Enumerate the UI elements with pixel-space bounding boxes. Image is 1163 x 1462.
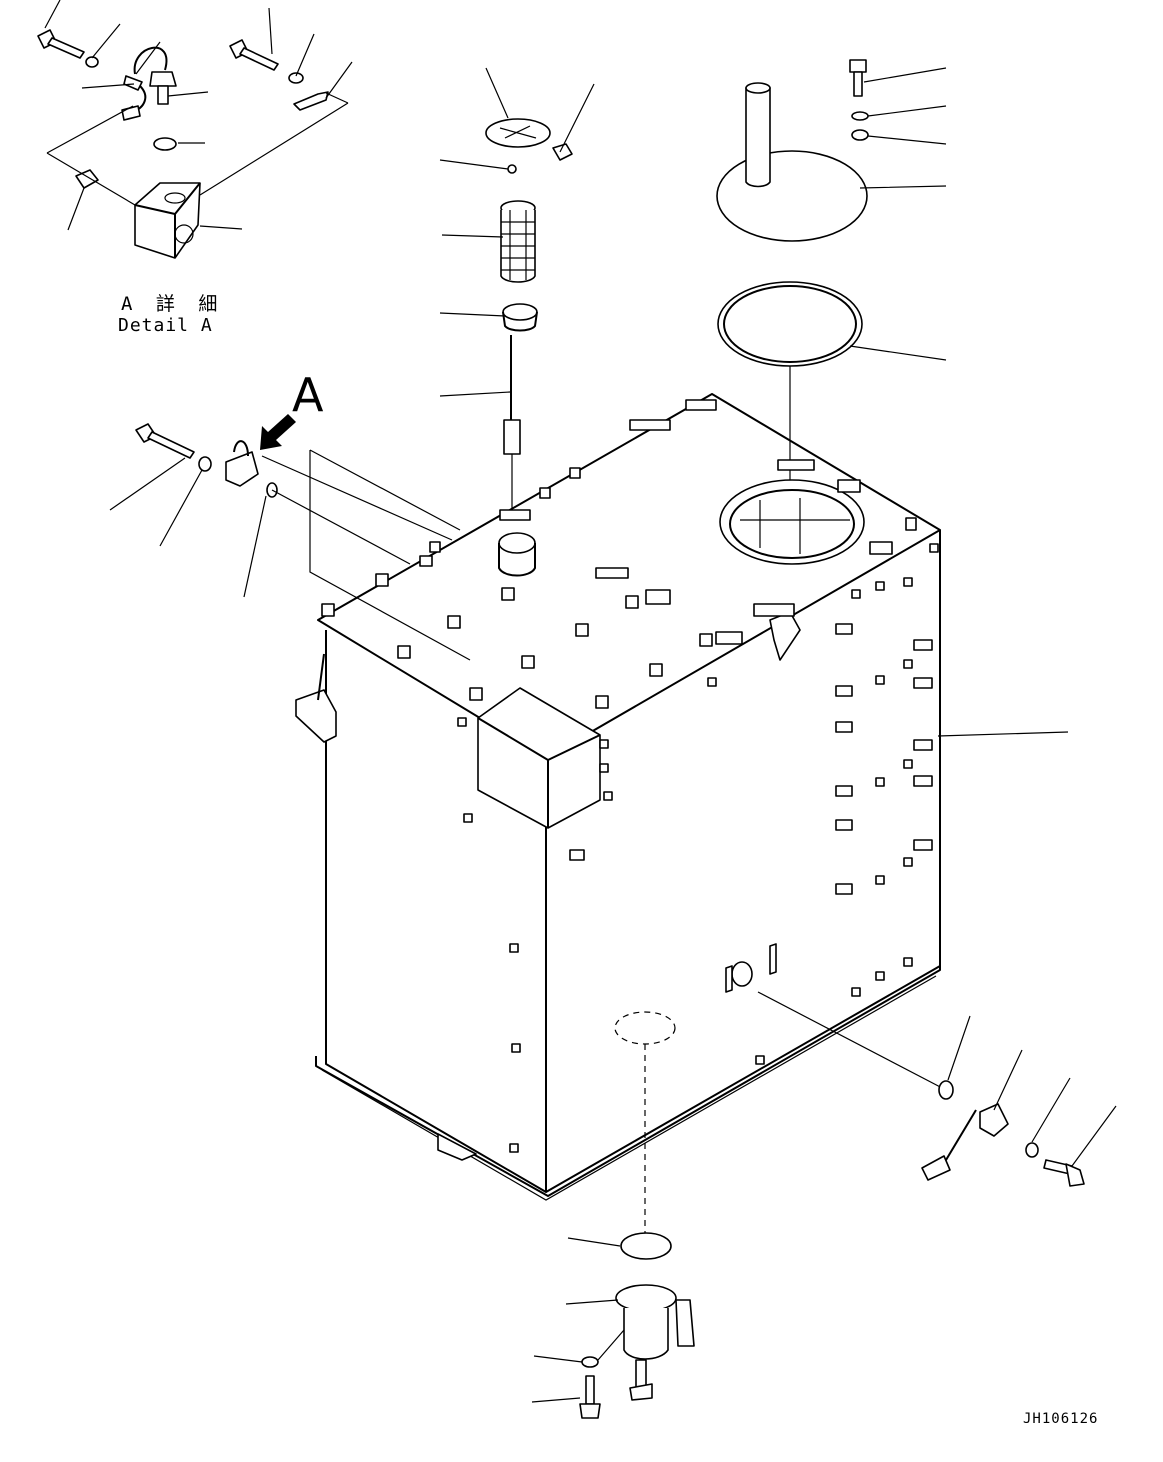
drain-gasket [620,1232,672,1260]
side-washer [198,456,212,472]
cover-washer-2 [851,129,869,141]
cover-washer-1 [851,111,869,121]
right-lifting-eye [769,611,801,661]
detail-washer-right [288,72,304,84]
detail-a-label-japanese: A 詳 細 [121,293,224,315]
view-indicator-letter: A [292,368,324,422]
strainer-element [500,200,536,283]
cap-tag [552,143,573,161]
small-pin [507,164,517,174]
detail-block [134,182,201,259]
drain-valve-body [615,1284,695,1401]
suction-cover [716,82,868,242]
side-sensor-assembly [109,414,471,661]
level-gauge-port [725,943,777,993]
detail-a-label-english: Detail A [118,315,213,336]
detail-washer-left [85,56,99,68]
drain-valve-assembly [531,1232,695,1419]
lower-o-ring [938,1080,954,1100]
drawing-code: JH106126 [1023,1411,1099,1427]
tank-bosses [321,399,917,709]
tank-bolt-heads [457,543,939,1153]
tank-top-face [317,393,941,759]
detail-bolt-left [37,29,85,59]
detail-a-assembly [37,0,353,259]
strainer-stack [439,67,595,512]
lower-washer [1025,1142,1039,1158]
detail-bolt-right [229,39,279,71]
level-rod [503,335,521,455]
left-lifting-bracket [295,653,337,743]
cover-bolt [849,59,867,97]
tank-filler-neck [498,532,536,577]
drain-bolt [579,1375,601,1419]
lower-sensor-assembly [921,1015,1117,1187]
tank-side-lugs [835,623,933,895]
tank-left-face [325,630,547,1193]
view-direction-arrow-icon [260,414,296,450]
hydraulic-tank-body [295,393,1069,1236]
detail-o-ring [153,137,177,151]
cover-gasket [717,281,863,367]
tank-right-face [545,530,941,1193]
side-bolt [135,423,195,459]
detail-plug [75,169,99,189]
lower-sensor [921,1103,1009,1181]
tank-bottom-foot [437,1133,477,1161]
top-notch-recess [477,687,601,829]
drain-port-outline [614,1011,676,1045]
drain-washer [581,1356,599,1368]
strainer-ring [502,303,538,332]
tank-suction-opening [719,479,865,565]
tank-bottom-flange [315,960,941,1197]
suction-cover-assembly [716,59,947,488]
side-sensor [225,440,259,487]
lower-bolt [1043,1159,1085,1187]
detail-clip [293,91,329,111]
